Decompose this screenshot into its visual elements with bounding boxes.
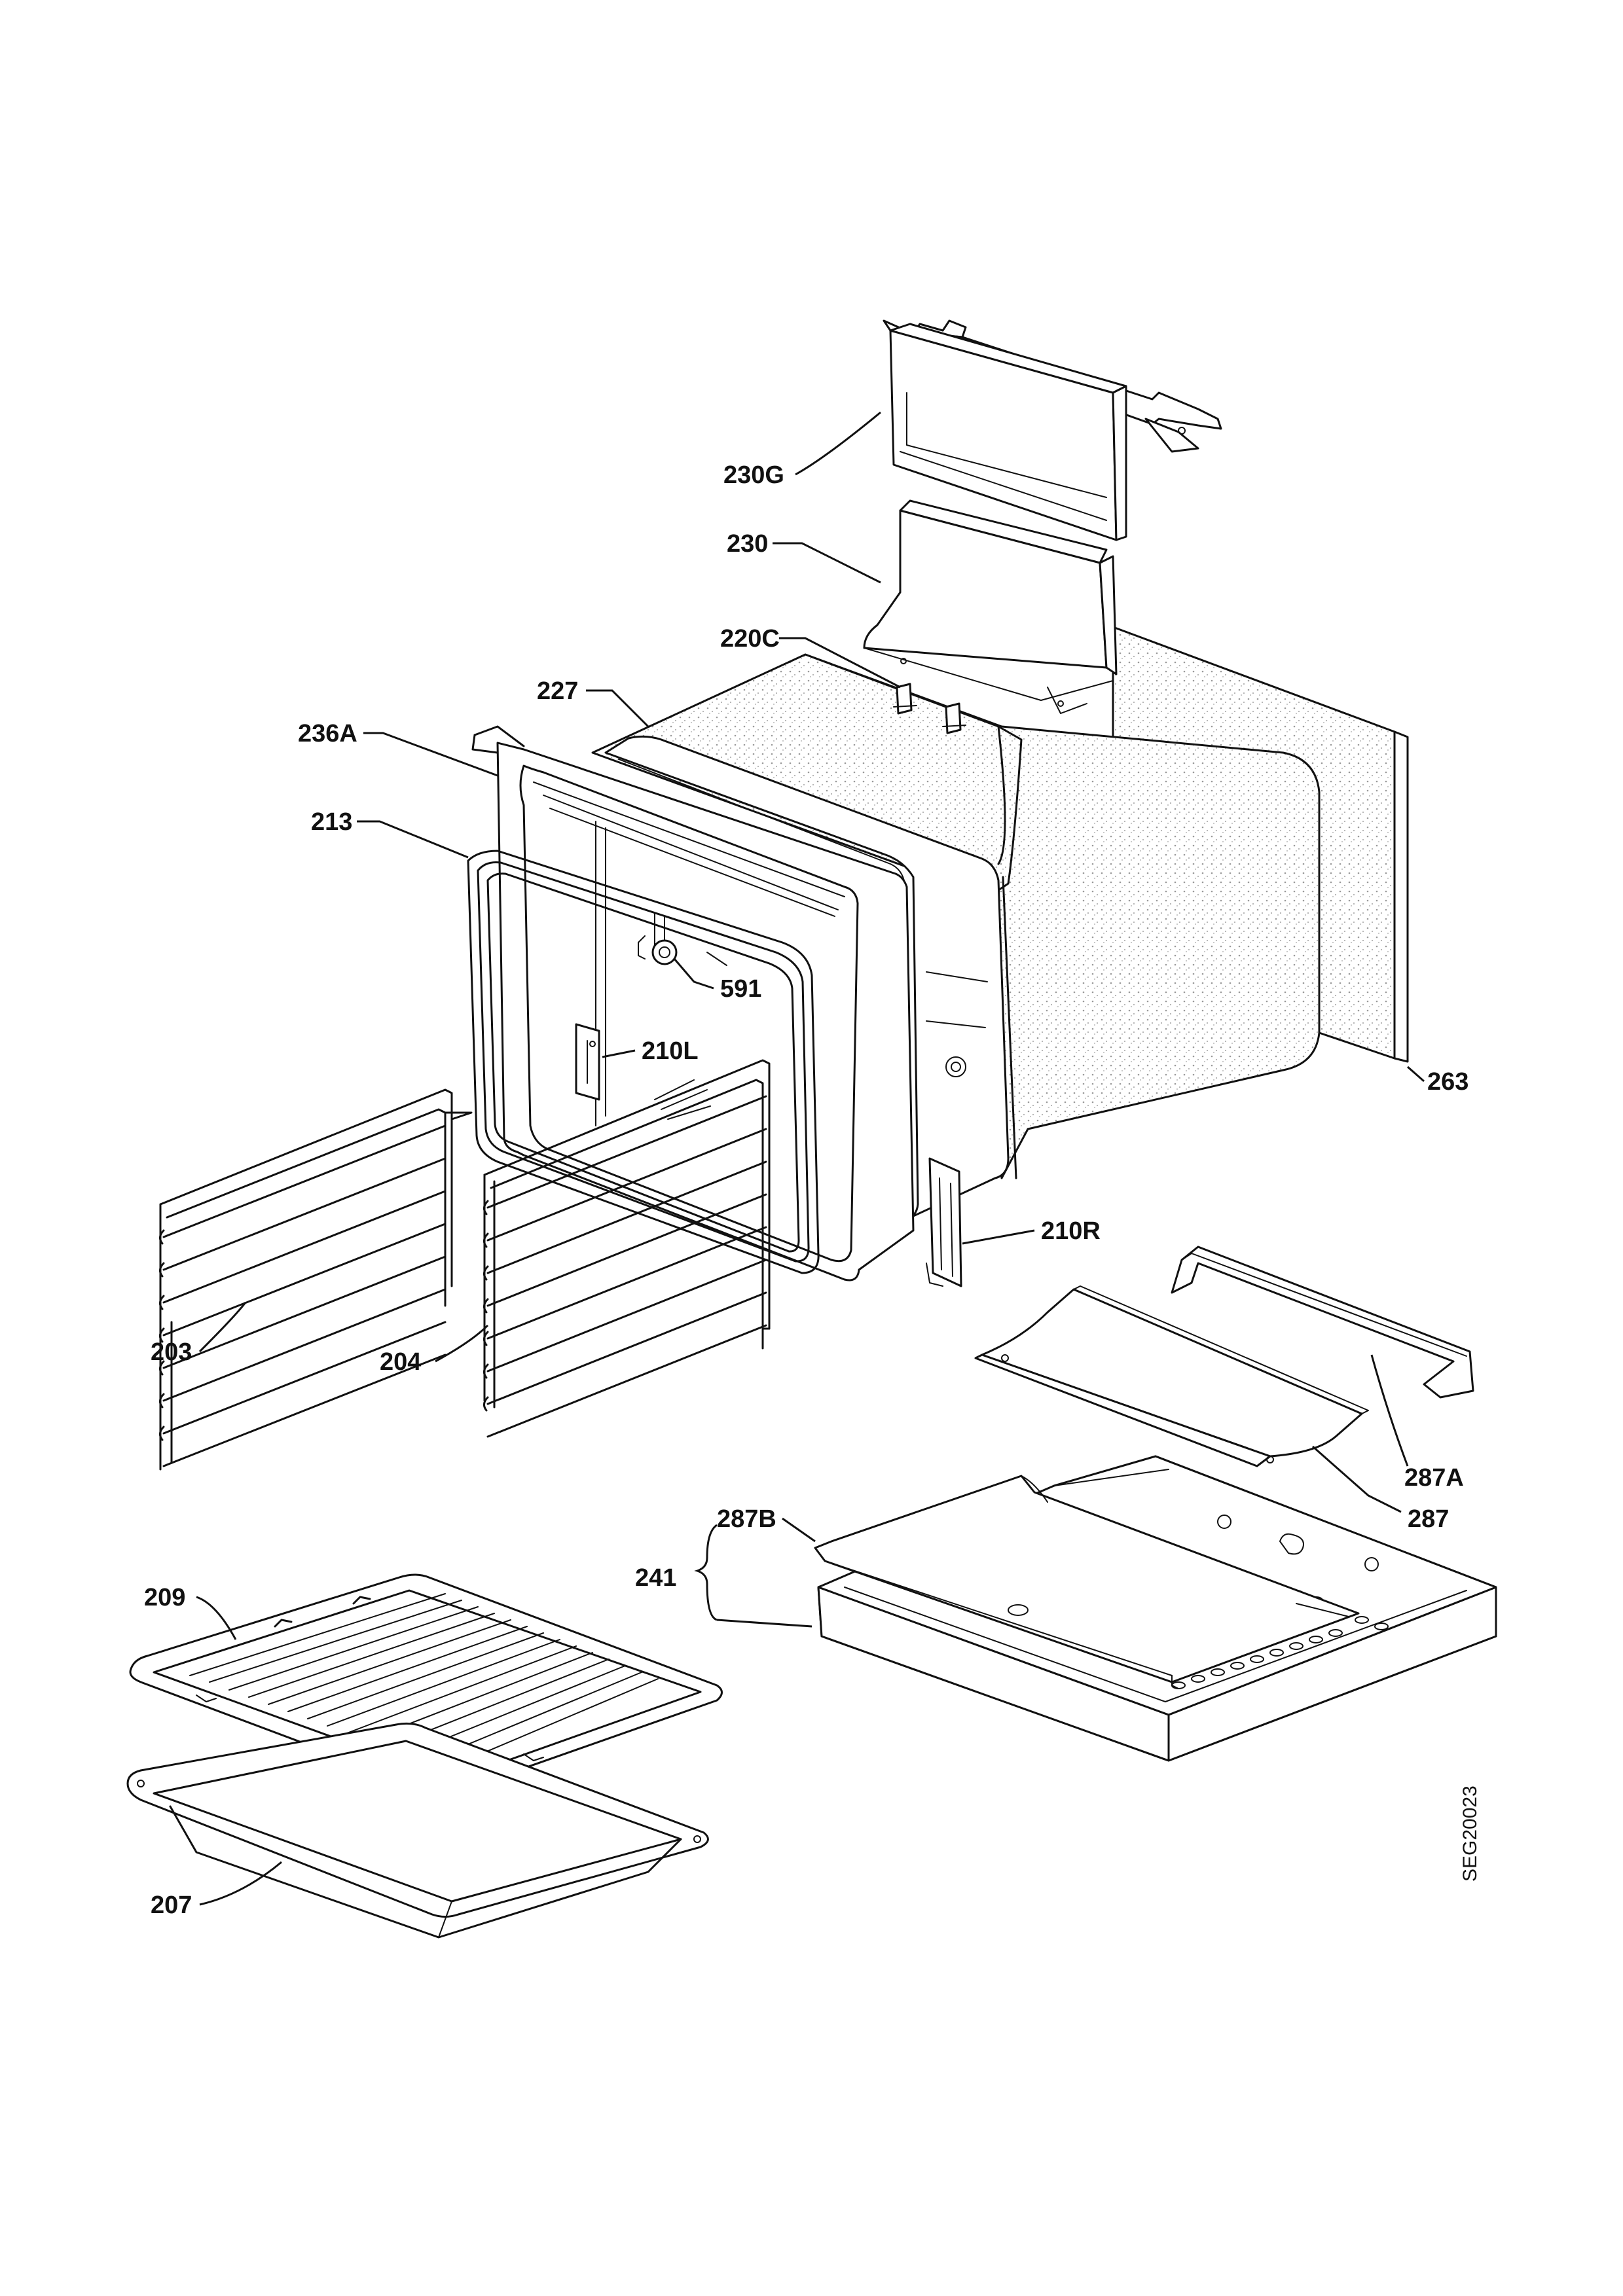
label-241: 241 — [635, 1564, 676, 1592]
shelf-runner-204 — [483, 1059, 771, 1438]
label-213: 213 — [311, 808, 352, 836]
tray-cover-287B — [814, 1475, 1360, 1689]
label-591: 591 — [720, 975, 761, 1003]
label-227: 227 — [537, 677, 578, 705]
label-220C: 220C — [720, 625, 780, 653]
label-287B: 287B — [717, 1505, 776, 1533]
door-seal-213 — [467, 850, 820, 1274]
air-deflector-287 — [974, 1285, 1369, 1467]
label-287: 287 — [1408, 1505, 1449, 1533]
shelf-support-210R — [926, 1157, 962, 1287]
label-203: 203 — [151, 1338, 192, 1366]
label-230: 230 — [727, 530, 768, 558]
shelf-runner-203 — [159, 1088, 473, 1471]
air-duct-bracket-230G — [883, 319, 1222, 541]
oven-cavity-227 — [591, 653, 1321, 1222]
label-207: 207 — [151, 1892, 192, 1919]
label-204: 204 — [380, 1348, 421, 1376]
label-287A: 287A — [1404, 1464, 1464, 1492]
figure-code: SEG20023 — [1459, 1785, 1481, 1882]
label-236A: 236A — [298, 720, 357, 747]
label-210R: 210R — [1041, 1217, 1101, 1245]
grill-rack-209 — [129, 1573, 723, 1795]
label-263: 263 — [1427, 1068, 1468, 1096]
label-209: 209 — [144, 1584, 185, 1611]
air-duct-230 — [863, 499, 1118, 714]
leader-lines — [196, 411, 1425, 1906]
front-frame-236A — [471, 725, 915, 1282]
air-deflector-287A — [1171, 1246, 1474, 1399]
label-210L: 210L — [642, 1037, 699, 1065]
callout-labels: 230G 230 220C 227 236A 213 591 210L 263 … — [144, 461, 1481, 1919]
clip-220C — [893, 683, 966, 734]
label-230G: 230G — [723, 461, 784, 489]
drip-pan-207 — [126, 1722, 709, 1939]
shelf-support-210L — [575, 1023, 600, 1101]
